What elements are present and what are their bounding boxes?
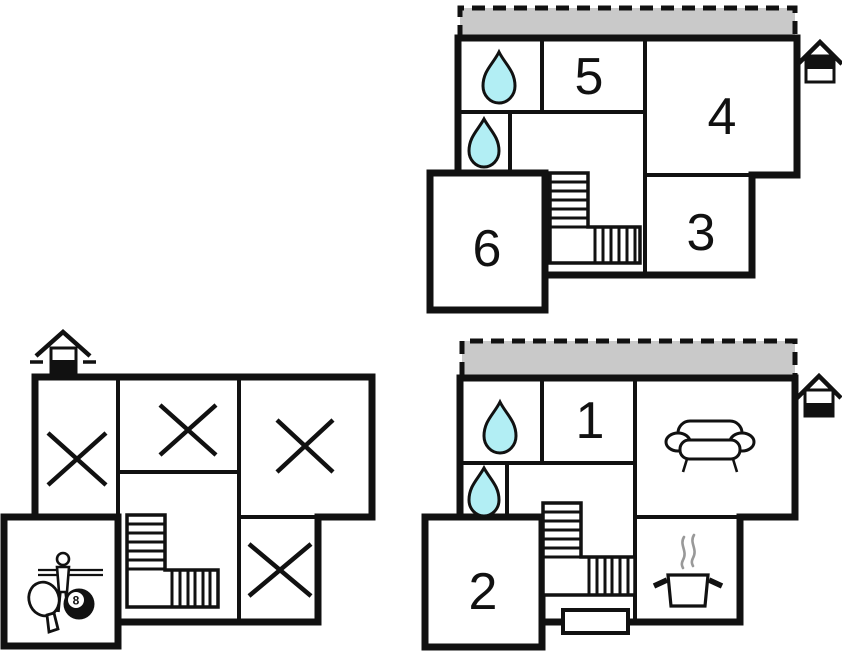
crossed-room-icon (46, 431, 108, 487)
room-label-2: 2 (468, 563, 498, 621)
room-label-5: 5 (574, 48, 604, 106)
water-drop-icon (467, 464, 501, 518)
house-level-basement-icon (30, 328, 96, 374)
room-label-6: 6 (472, 220, 502, 278)
ground-floor-interior-walls (460, 378, 740, 622)
ground-floor-plan (421, 338, 842, 651)
terrace-dashed-border (459, 338, 798, 375)
terrace-area (460, 8, 795, 38)
room-label-1: 1 (575, 392, 605, 450)
house-level-upper-icon (796, 38, 842, 84)
upper-floor-plan (426, 5, 842, 314)
basement-plan: 8 (0, 328, 376, 650)
upper-floor-interior-walls (458, 38, 752, 275)
room-label-4: 4 (707, 88, 737, 146)
house-level-ground-icon (795, 372, 842, 418)
entrance-step (561, 608, 630, 635)
water-drop-icon (482, 398, 518, 455)
eight-ball-number: 8 (73, 594, 80, 608)
water-drop-icon (467, 115, 501, 169)
cooking-pot-icon (652, 533, 724, 608)
terrace-area (462, 341, 795, 375)
stairs-icon (541, 501, 637, 597)
steam-icon (680, 533, 696, 570)
stairs-icon (548, 171, 642, 265)
basement-interior-walls (116, 377, 318, 622)
eight-ball-icon: 8 (63, 588, 95, 620)
crossed-room-icon (158, 403, 218, 457)
stairs-icon (125, 513, 220, 609)
table-tennis-paddle-icon (27, 580, 61, 634)
crossed-room-icon (275, 418, 335, 474)
crossed-room-icon (247, 542, 313, 598)
terrace-dashed-border (457, 5, 798, 38)
sofa-icon (664, 419, 756, 473)
water-drop-icon (481, 48, 517, 105)
room-label-3: 3 (686, 204, 716, 262)
